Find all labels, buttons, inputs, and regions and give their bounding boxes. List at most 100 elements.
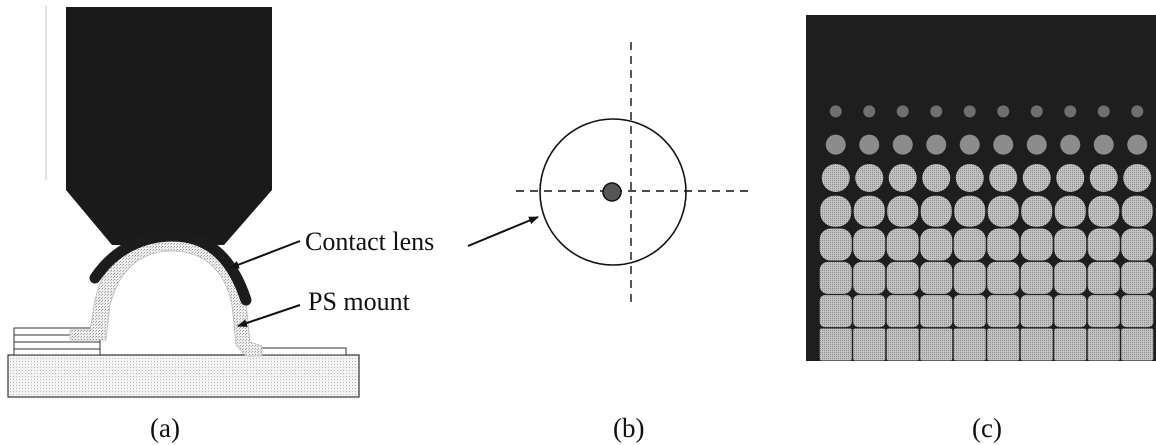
array-spot [863, 105, 876, 118]
array-spot [1087, 295, 1120, 328]
array-spot [1054, 195, 1086, 227]
array-spot [926, 134, 947, 155]
array-spot [1131, 105, 1144, 118]
array-spot [987, 261, 1020, 294]
array-spot [859, 134, 880, 155]
array-spot [1054, 295, 1087, 328]
array-spot [1054, 261, 1087, 294]
array-spot [1121, 261, 1154, 294]
contact-lens-label: Contact lens [305, 227, 434, 256]
caption-a: (a) [150, 413, 180, 443]
array-spot [892, 134, 913, 155]
panel-c: (c) [806, 15, 1156, 443]
array-spot [959, 134, 980, 155]
array-spot [853, 195, 885, 227]
right-plate [257, 347, 347, 356]
array-spot [1087, 261, 1120, 294]
array-spot [896, 105, 909, 118]
array-spot [1088, 195, 1120, 227]
array-spot [987, 228, 1020, 261]
panel-a: Contact lens PS mount (a) [7, 5, 434, 443]
array-spot [1054, 328, 1087, 361]
array-spot [922, 163, 951, 192]
array-spot [1021, 195, 1053, 227]
array-spot [820, 195, 852, 227]
array-spot [1121, 195, 1153, 227]
array-spot [1089, 163, 1118, 192]
array-spot [1054, 228, 1087, 261]
array-spot [920, 295, 953, 328]
array-spot [955, 163, 984, 192]
panel-b: (b) [467, 42, 750, 443]
array-spot [1020, 295, 1053, 328]
array-spot [1123, 163, 1152, 192]
array-spot [920, 328, 953, 361]
array-spot [819, 295, 852, 328]
array-spot [1026, 134, 1047, 155]
array-spot [886, 261, 919, 294]
array-spot [829, 105, 842, 118]
array-spot [853, 228, 886, 261]
array-spot [853, 328, 886, 361]
array-spot [825, 134, 846, 155]
array-spot [853, 261, 886, 294]
array-spot [821, 163, 850, 192]
array-spot [987, 295, 1020, 328]
array-spot [1020, 261, 1053, 294]
spot-grid [819, 105, 1154, 361]
array-spot [888, 163, 917, 192]
array-spot [997, 105, 1010, 118]
array-spot [1020, 228, 1053, 261]
array-spot [819, 261, 852, 294]
array-spot [920, 261, 953, 294]
array-spot [1121, 295, 1154, 328]
array-spot [1097, 105, 1110, 118]
array-spot [1030, 105, 1043, 118]
ps-mount-arrow [237, 304, 301, 327]
array-spot [920, 195, 952, 227]
left-plate-stack [13, 327, 101, 356]
array-spot [887, 195, 919, 227]
center-spot [602, 182, 622, 202]
field-circle [539, 118, 687, 266]
array-spot [920, 228, 953, 261]
array-spot [1060, 134, 1081, 155]
ps-mount-label: PS mount [308, 287, 411, 316]
substrate [7, 354, 360, 398]
array-spot [953, 228, 986, 261]
array-spot [886, 228, 919, 261]
array-spot [987, 195, 1019, 227]
array-spot [993, 134, 1014, 155]
array-spot [930, 105, 943, 118]
array-spot [1087, 228, 1120, 261]
array-spot [953, 328, 986, 361]
caption-c: (c) [972, 413, 1002, 443]
array-spot [855, 163, 884, 192]
array-spot [819, 328, 852, 361]
caption-b: (b) [613, 413, 644, 443]
array-spot [953, 261, 986, 294]
ps-mount [69, 235, 263, 357]
array-spot [1022, 163, 1051, 192]
array-spot [1093, 134, 1114, 155]
objective-shape [66, 7, 272, 245]
array-spot [1020, 328, 1053, 361]
array-spot [963, 105, 976, 118]
array-spot [989, 163, 1018, 192]
contact-lens-arrow-b [467, 216, 539, 247]
array-spot [987, 328, 1020, 361]
array-spot [1121, 328, 1154, 361]
array-spot [1121, 228, 1154, 261]
array-spot [1056, 163, 1085, 192]
array-spot [1087, 328, 1120, 361]
array-spot [853, 295, 886, 328]
array-spot [953, 295, 986, 328]
array-spot [819, 228, 852, 261]
contact-lens-arrow [229, 240, 301, 269]
array-spot [886, 295, 919, 328]
array-spot [1127, 134, 1148, 155]
array-spot [954, 195, 986, 227]
array-spot [1064, 105, 1077, 118]
array-spot [886, 328, 919, 361]
